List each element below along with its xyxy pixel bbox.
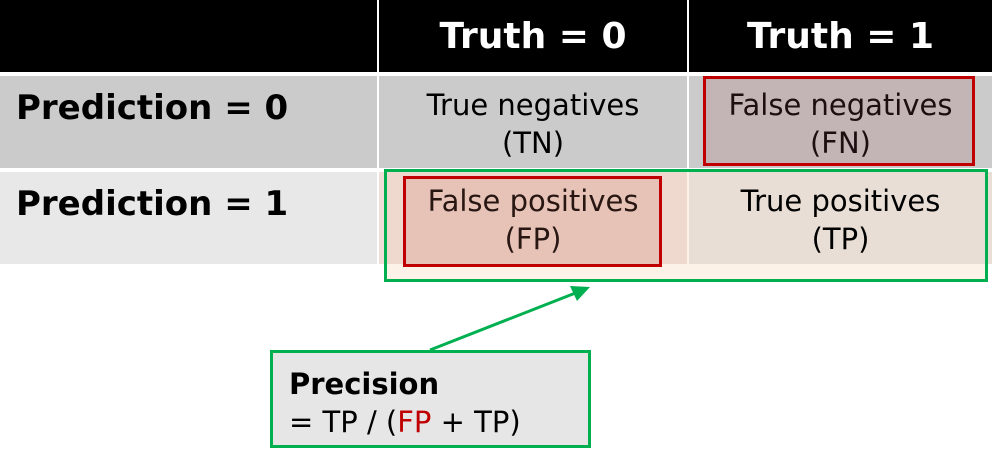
precision-region-highlight (384, 169, 988, 282)
header-truth-1: Truth = 1 (689, 0, 992, 72)
cell-abbr: (FN) (809, 126, 871, 160)
formula-fp: FP (397, 405, 432, 439)
cell-true-negatives: True negatives (TN) (379, 76, 687, 168)
cell-name: False negatives (728, 88, 953, 122)
cell-true-positives: True positives (TP) (689, 172, 992, 264)
false-positives-highlight (403, 176, 662, 267)
false-negatives-highlight (703, 76, 975, 166)
cell-name: False positives (427, 184, 639, 218)
cell-false-positives: False positives (FP) (379, 172, 687, 264)
precision-callout: Precision = TP / (FP + TP) (270, 350, 591, 448)
formula-prefix: = TP / ( (289, 405, 398, 439)
cell-abbr: (TN) (501, 126, 565, 160)
row-label-prediction-1: Prediction = 1 (0, 172, 377, 264)
cell-name: True negatives (426, 88, 640, 122)
arrow-head-icon (570, 286, 590, 301)
cell-abbr: (TP) (811, 222, 870, 256)
precision-formula: = TP / (FP + TP) (289, 403, 588, 441)
arrow-line (429, 290, 579, 352)
header-truth-0: Truth = 0 (379, 0, 687, 72)
cell-abbr: (FP) (504, 222, 562, 256)
cell-name: True positives (740, 184, 941, 218)
header-empty-cell (0, 0, 377, 72)
row-label-prediction-0: Prediction = 0 (0, 76, 377, 168)
cell-false-negatives: False negatives (FN) (689, 76, 992, 168)
precision-title: Precision (289, 367, 440, 401)
formula-suffix: + TP) (431, 405, 521, 439)
